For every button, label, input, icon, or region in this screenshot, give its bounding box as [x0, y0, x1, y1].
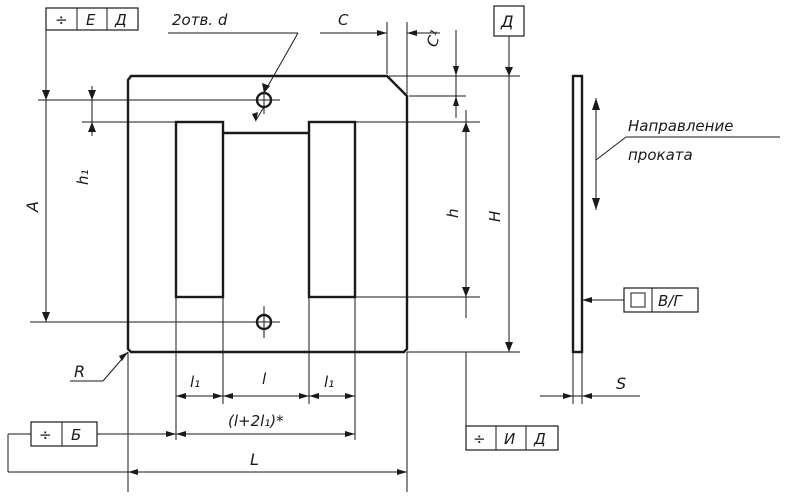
plate-outline — [126, 74, 409, 354]
label-l1-left: l₁ — [190, 373, 200, 391]
label-l-sum: (l+2l₁)* — [228, 412, 284, 430]
label-c1: C¹ — [423, 28, 446, 50]
holes-label: 2отв. d — [172, 11, 228, 29]
label-s: S — [616, 374, 626, 393]
frame-datum-d: Д — [114, 11, 127, 29]
frame-id-datum-d: Д — [533, 430, 546, 448]
label-a: A — [23, 201, 42, 213]
window-right — [307, 120, 357, 299]
label-c: C — [338, 11, 349, 29]
frame-b-symbol: ÷ — [39, 426, 52, 444]
dim-a: A — [23, 80, 248, 323]
flatness-datum: В/Г — [658, 292, 683, 310]
bottom-ext-lines — [127, 297, 408, 492]
label-h: h — [444, 208, 462, 218]
datum-d-frame: Д — [493, 5, 525, 76]
dim-h: h — [355, 110, 480, 318]
label-h1: h₁ — [74, 169, 92, 185]
flatness-frame: В/Г — [582, 287, 699, 313]
frame-b-datum: Б — [71, 426, 81, 444]
frame-id-datum-i: И — [504, 430, 515, 448]
label-l: l — [262, 370, 267, 388]
rolling-label-1: Направление — [628, 117, 733, 135]
dim-l-sum: (l+2l₁)* — [176, 412, 355, 437]
dim-l-chain: l₁ l l₁ — [176, 370, 355, 399]
dim-l-total: L — [128, 450, 407, 475]
frame-symbol: ÷ — [55, 11, 68, 29]
label-l-total: L — [250, 450, 259, 469]
rolling-label-2: проката — [628, 146, 693, 164]
tolerance-frame-b: ÷ Б — [7, 421, 176, 473]
window-left — [174, 120, 225, 299]
label-h-total: H — [486, 211, 504, 222]
frame-id-symbol: ÷ — [473, 430, 486, 448]
dim-r: R — [70, 351, 129, 382]
dim-c1: C¹ — [389, 28, 520, 118]
rolling-direction: Направление проката — [592, 98, 780, 210]
dim-h-total: H — [407, 76, 520, 353]
label-r: R — [74, 362, 85, 381]
label-l1-right: l₁ — [324, 373, 334, 391]
holes-leader: 2отв. d — [168, 11, 299, 122]
tolerance-frame-top-left: ÷ Е Д — [45, 7, 139, 80]
side-view — [571, 74, 584, 404]
dim-h1: h₁ — [74, 86, 176, 185]
dim-c: C — [320, 11, 440, 94]
datum-d-label: Д — [500, 12, 514, 31]
tolerance-frame-i-d: ÷ И Д — [465, 352, 559, 451]
frame-datum-e: Е — [86, 11, 96, 29]
dim-s: S — [540, 374, 640, 399]
hole-bottom — [248, 306, 280, 338]
